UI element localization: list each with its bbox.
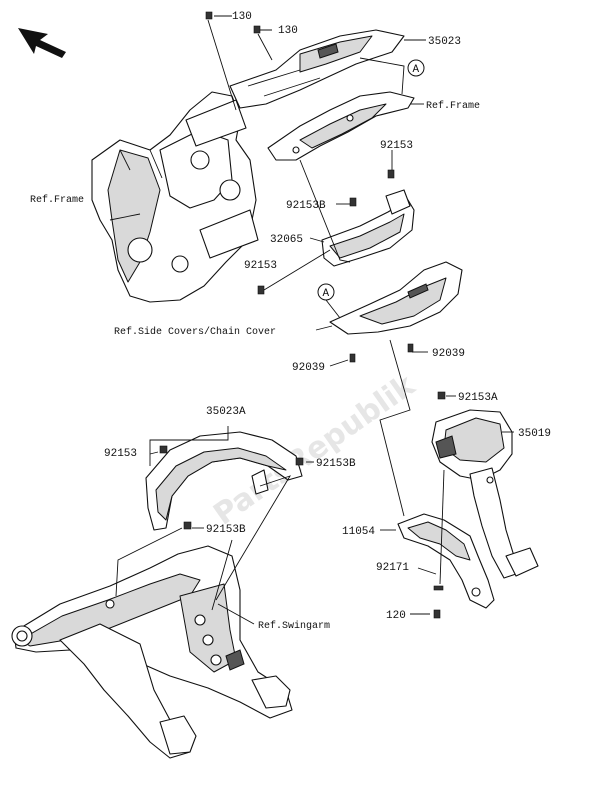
- marker-a-mid: A: [317, 283, 335, 301]
- callout-92039-a: 92039: [292, 362, 325, 374]
- rear-bracket-upper: [267, 91, 415, 161]
- leader-lines: [115, 15, 514, 625]
- callout-92153A: 92153A: [458, 392, 498, 404]
- bolt-icon: [349, 353, 356, 363]
- bolt-icon: [295, 457, 304, 466]
- callout-130-b: 130: [278, 25, 298, 37]
- callout-92153B-c: 92153B: [206, 524, 246, 536]
- bolt-icon: [159, 445, 168, 454]
- callout-35023A: 35023A: [206, 406, 246, 418]
- callout-32065: 32065: [270, 234, 303, 246]
- frame-part: [91, 91, 259, 303]
- callout-92039-b: 92039: [432, 348, 465, 360]
- callout-130-a: 130: [232, 11, 252, 23]
- bolt-icon: [183, 521, 192, 530]
- callout-ref-swingarm: Ref.Swingarm: [258, 620, 330, 632]
- bracket-11054: [397, 513, 495, 609]
- direction-arrow-icon: [18, 28, 66, 58]
- callout-35019: 35019: [518, 428, 551, 440]
- svg-text:A: A: [323, 288, 330, 300]
- callout-ref-side-covers: Ref.Side Covers/Chain Cover: [114, 326, 276, 338]
- undertray-part: [329, 261, 463, 335]
- callout-92153-c: 92153: [104, 448, 137, 460]
- callout-35023: 35023: [428, 36, 461, 48]
- callout-92153-a: 92153: [380, 140, 413, 152]
- callout-92171: 92171: [376, 562, 409, 574]
- swingarm-part: [11, 545, 293, 759]
- license-bracket-35019: [431, 409, 539, 579]
- rear-fender-35023A: [145, 431, 303, 531]
- svg-text:A: A: [413, 64, 420, 76]
- bolt-icon: [253, 25, 261, 34]
- bolt-icon: [407, 343, 414, 353]
- bolt-icon: [433, 585, 444, 591]
- callout-ref-frame-top: Ref.Frame: [426, 100, 480, 112]
- bolt-icon: [257, 285, 265, 295]
- marker-a-top: A: [407, 59, 425, 77]
- callout-labels: 130 130 35023 Ref.Frame Ref.Frame 92153 …: [30, 11, 551, 632]
- callout-ref-frame-left: Ref.Frame: [30, 194, 84, 206]
- bolt-icon: [205, 11, 213, 20]
- callout-120: 120: [386, 610, 406, 622]
- bolt-icon: [349, 197, 357, 207]
- callout-11054: 11054: [342, 526, 375, 538]
- bolt-icon: [433, 609, 441, 619]
- callout-92153B-b: 92153B: [316, 458, 356, 470]
- bolt-icon: [387, 169, 395, 179]
- subframe-35023: [229, 29, 405, 109]
- callout-92153-b: 92153: [244, 260, 277, 272]
- callout-92153B-a: 92153B: [286, 200, 326, 212]
- bolt-icon: [437, 391, 446, 400]
- bolts: [159, 11, 446, 619]
- bracket-32065: [321, 189, 415, 267]
